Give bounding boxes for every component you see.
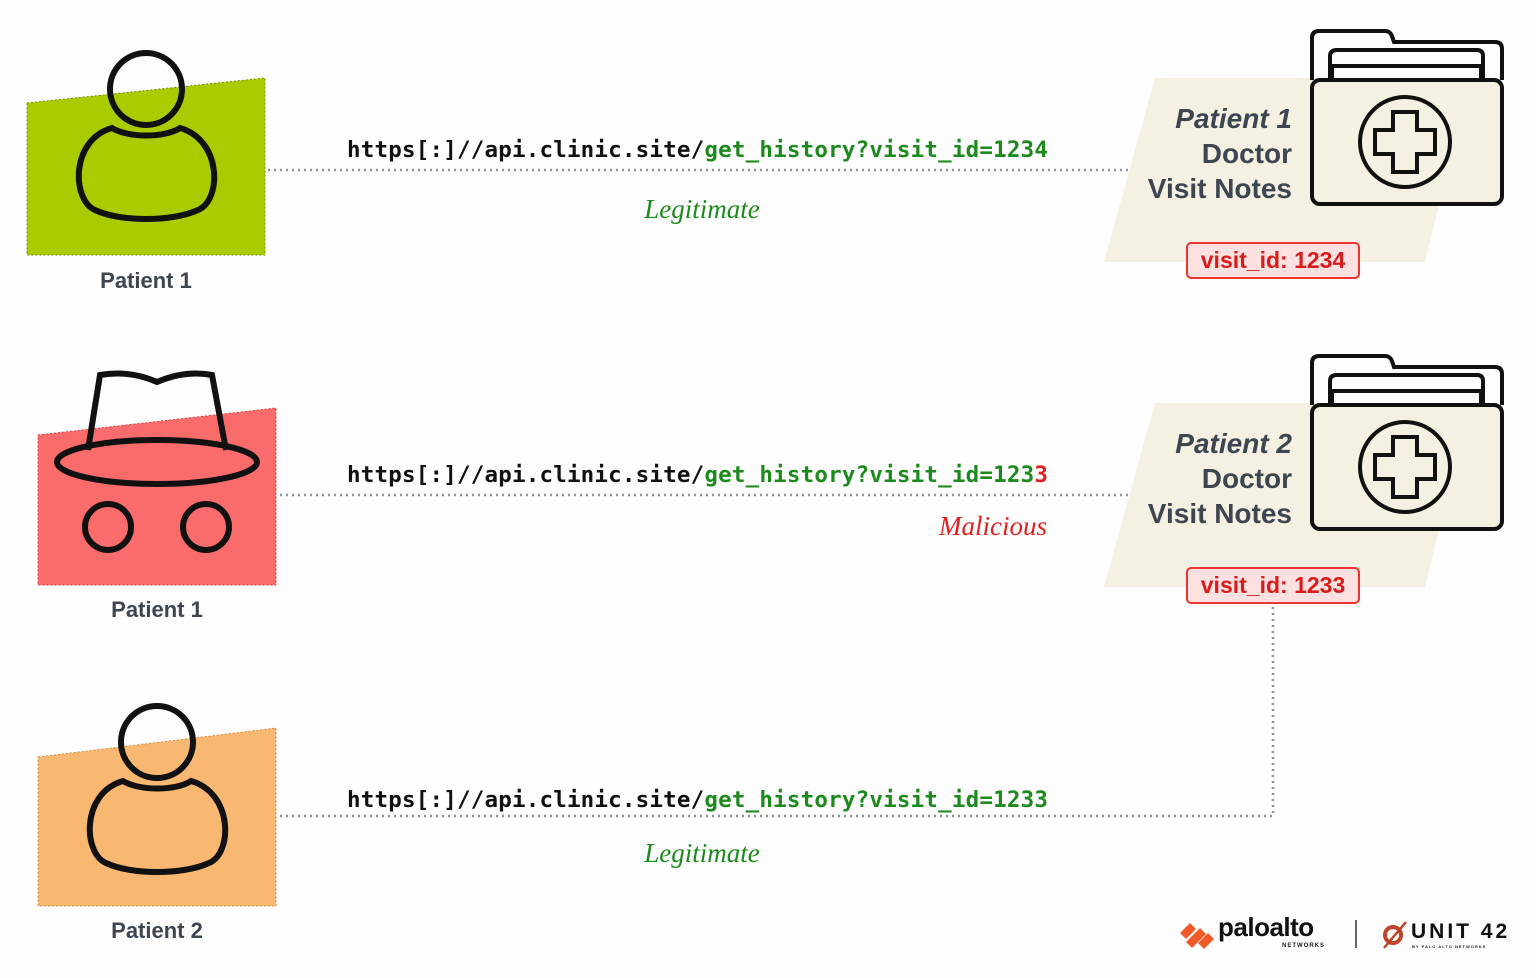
url-path: get_history?visit_id=123 <box>704 137 1035 163</box>
url-host: https[:]//api.clinic.site/ <box>347 462 705 488</box>
record-line3: Visit Notes <box>1147 173 1292 204</box>
record-patient: Patient 1 <box>1175 103 1292 134</box>
person-icon <box>75 50 218 222</box>
url-id-digit: 4 <box>1034 137 1049 163</box>
paloalto-logo-mark <box>1180 923 1214 949</box>
url-host: https[:]//api.clinic.site/ <box>347 787 705 813</box>
record-line3: Visit Notes <box>1147 498 1292 529</box>
record-line2: Doctor <box>1201 463 1292 494</box>
record-line2: Doctor <box>1201 138 1292 169</box>
spy-hat-icon <box>54 370 260 553</box>
unit42-logo-sub: BY PALO ALTO NETWORKS <box>1412 944 1487 949</box>
medical-folder-icon <box>1310 354 1504 531</box>
paloalto-logo-sub: NETWORKS <box>1282 943 1325 949</box>
verdict-label: Legitimate <box>644 838 760 868</box>
connector-row3 <box>280 606 1275 818</box>
verdict-label: Malicious <box>939 511 1047 541</box>
visit-id-badge: visit_id: 1234 <box>1186 242 1360 279</box>
request-url: https[:]//api.clinic.site/get_history?vi… <box>347 137 1048 163</box>
medical-folder-icon <box>1310 29 1504 206</box>
record-text: Patient 2 Doctor Visit Notes <box>1092 426 1292 531</box>
url-path: get_history?visit_id=123 <box>704 787 1035 813</box>
unit42-logo-mark <box>1383 921 1407 949</box>
visit-id-badge: visit_id: 1233 <box>1186 567 1360 604</box>
url-path: get_history?visit_id=123 <box>704 462 1035 488</box>
actor-bg-row1 <box>26 77 266 256</box>
request-url: https[:]//api.clinic.site/get_history?vi… <box>347 462 1048 488</box>
unit42-logo: UNIT 42 <box>1411 920 1511 943</box>
request-url: https[:]//api.clinic.site/get_history?vi… <box>347 787 1048 813</box>
url-host: https[:]//api.clinic.site/ <box>347 137 705 163</box>
actor-bg-row2 <box>37 407 277 586</box>
record-patient: Patient 2 <box>1175 428 1292 459</box>
verdict-label: Legitimate <box>644 194 760 224</box>
actor-label: Patient 1 <box>100 268 192 293</box>
actor-label: Patient 2 <box>111 918 203 943</box>
actor-bg-row3 <box>37 727 277 907</box>
person-icon <box>86 703 229 875</box>
url-id-digit-tampered: 3 <box>1034 462 1049 488</box>
actor-label: Patient 1 <box>111 597 203 622</box>
url-id-digit: 3 <box>1034 787 1049 813</box>
paloalto-logo: paloalto <box>1218 912 1314 942</box>
record-text: Patient 1 Doctor Visit Notes <box>1092 101 1292 206</box>
